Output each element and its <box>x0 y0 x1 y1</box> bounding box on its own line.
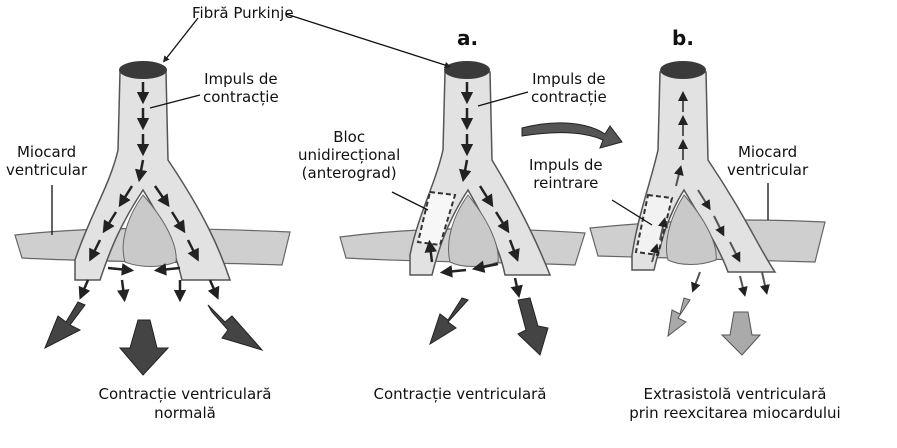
panel-normal <box>14 61 291 376</box>
label-line: contracție <box>531 88 607 106</box>
contraction-arrows-2 <box>429 297 549 356</box>
fiber-top-2 <box>444 61 490 79</box>
label-miocard-2: Miocard ventricular <box>727 143 808 179</box>
label-line: Bloc <box>333 128 366 146</box>
label-line: contracție <box>203 88 279 106</box>
retrograde-arrows-3 <box>649 91 770 297</box>
label-line: Impuls de <box>529 156 603 174</box>
caption-line: Contracție ventriculară <box>98 385 272 403</box>
caption-normal: Contracție ventriculară normală <box>60 385 310 423</box>
caption-line: Contracție ventriculară <box>373 385 547 403</box>
label-impuls-contractie-2: Impuls de contracție <box>531 70 607 106</box>
label-pointers <box>51 13 769 235</box>
caption-line: normală <box>154 404 216 422</box>
fiber-top-1 <box>119 61 167 79</box>
fiber-gap-3 <box>666 194 717 265</box>
panel-label-a: a. <box>457 26 479 50</box>
panel-b <box>589 61 826 356</box>
label-line: ventricular <box>727 161 809 179</box>
label-fibra-purkinje: Fibră Purkinje <box>192 4 294 22</box>
caption-b: Extrasistolă ventriculară prin reexcitar… <box>595 385 875 423</box>
panel-label-b: b. <box>672 26 694 50</box>
label-line: unidirecțional <box>298 146 401 164</box>
label-line: Impuls de <box>532 70 606 88</box>
label-reintrare: Impuls de reintrare <box>529 156 603 192</box>
label-impuls-contractie-1: Impuls de contracție <box>203 70 279 106</box>
reentry-segment <box>634 193 674 257</box>
panel-a <box>339 61 623 356</box>
label-line: Miocard <box>16 143 77 161</box>
block-segment <box>416 190 457 247</box>
caption-line: Extrasistolă ventriculară <box>643 385 827 403</box>
conduction-arrows-1 <box>78 82 220 303</box>
label-line: ventricular <box>6 161 88 179</box>
label-line: Impuls de <box>204 70 278 88</box>
label-line: reintrare <box>533 174 599 192</box>
contraction-arrows-3 <box>667 297 762 356</box>
fiber-top-3 <box>660 61 706 79</box>
caption-line: prin reexcitarea miocardului <box>629 404 841 422</box>
label-bloc: Bloc unidirecțional (anterograd) <box>298 128 400 182</box>
conduction-arrows-2 <box>424 82 523 299</box>
label-line: (anterograd) <box>301 164 397 182</box>
caption-a: Contracție ventriculară <box>345 385 575 404</box>
label-line: Miocard <box>737 143 798 161</box>
contraction-arrows-1 <box>44 301 264 376</box>
transition-arrow <box>521 122 623 149</box>
label-miocard-1: Miocard ventricular <box>6 143 87 179</box>
fiber-gap-1 <box>122 194 177 267</box>
